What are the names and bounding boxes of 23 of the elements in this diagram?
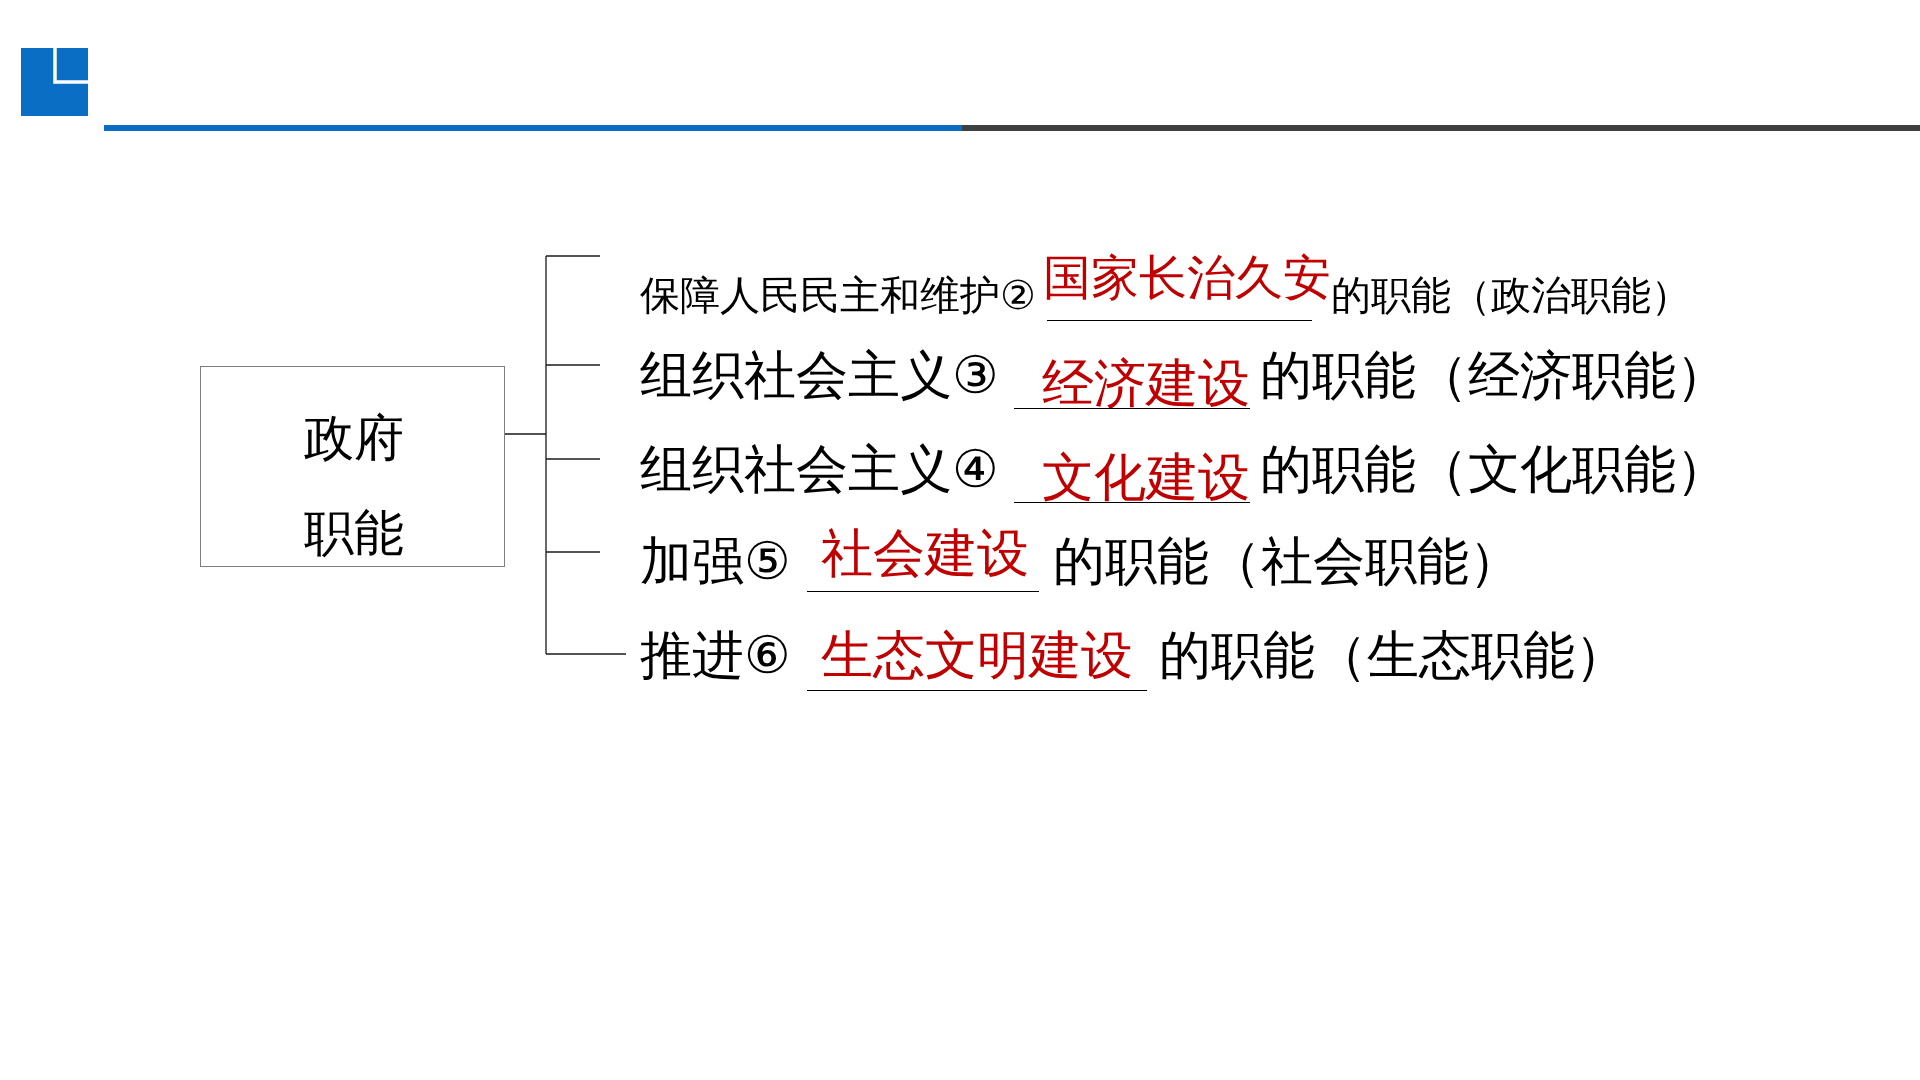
fill-in-line: 经济建设: [1013, 353, 1250, 414]
connector-line: [545, 458, 601, 460]
statement-text: 组织社会主义④: [640, 439, 999, 500]
statement-text: 的职能（社会职能）: [1052, 531, 1521, 592]
connector-line: [545, 653, 627, 655]
statement-text: 的职能（经济职能）: [1259, 345, 1728, 406]
connector-line: [545, 364, 601, 366]
statement-text: 的职能（生态职能）: [1158, 625, 1627, 686]
fill-in-line: 生态文明建设: [806, 625, 1147, 691]
fill-in-line: 社会建设: [806, 523, 1039, 592]
topic-text: 政府职能: [303, 408, 404, 564]
fill-in-line: 国家长治久安: [1042, 251, 1331, 321]
statement-text: 加强⑤: [640, 531, 791, 592]
connector-line: [545, 255, 601, 257]
connector-line: [504, 255, 547, 655]
statement-text: 保障人民民主和维护②: [640, 272, 1036, 318]
statement-text: 组织社会主义③: [640, 345, 999, 406]
statement-text: 的职能（政治职能）: [1330, 272, 1691, 318]
statement-text: 推进⑥: [640, 625, 791, 686]
fill-in-line: 文化建设: [1013, 447, 1250, 508]
connector-line: [545, 551, 601, 553]
statement-text: 的职能（文化职能）: [1259, 439, 1728, 500]
topic-box: [200, 366, 505, 567]
